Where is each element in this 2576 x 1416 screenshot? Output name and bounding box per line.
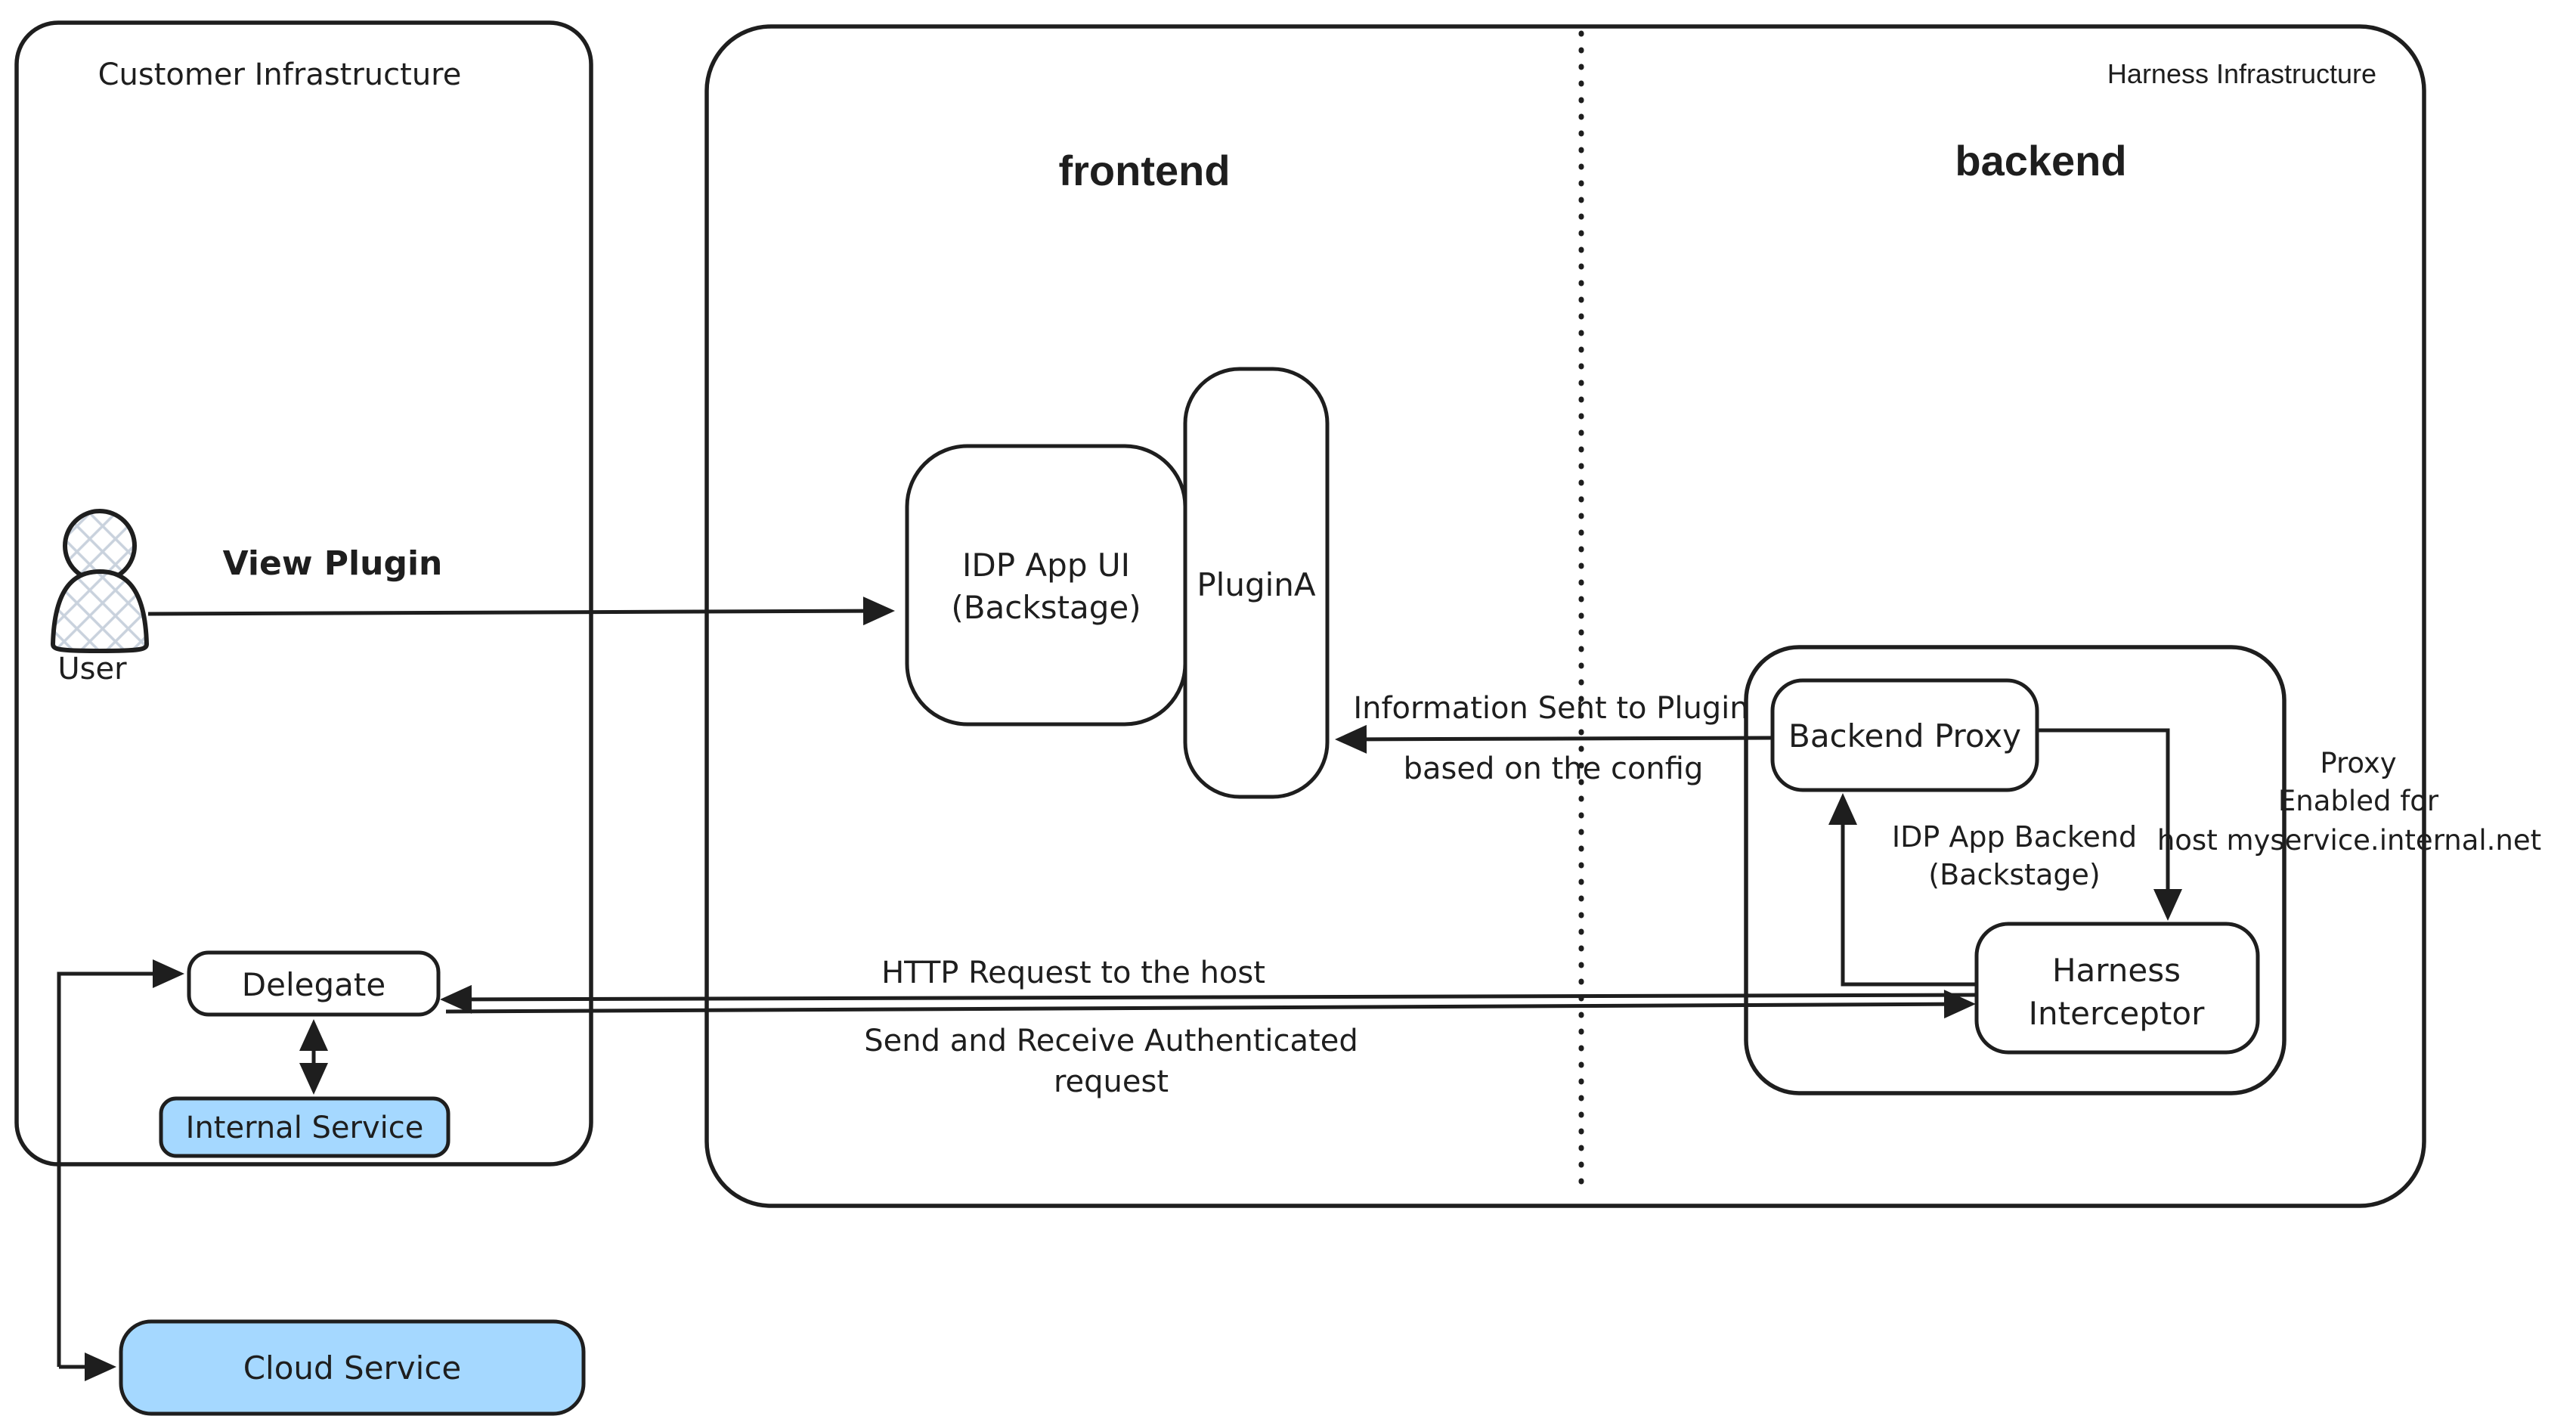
info-sent-label-line2: based on the config bbox=[1404, 751, 1704, 786]
cloud-service-label: Cloud Service bbox=[243, 1349, 462, 1387]
idp-app-backend-label-line2: (Backstage) bbox=[1928, 858, 2100, 891]
harness-interceptor-label-line2: Interceptor bbox=[2029, 995, 2205, 1032]
backend-zone-title: backend bbox=[1955, 137, 2126, 184]
plugin-a-node: PluginA bbox=[1183, 367, 1330, 799]
harness-interceptor-node: Harness Interceptor bbox=[1974, 922, 2260, 1055]
backend-proxy-label: Backend Proxy bbox=[1788, 717, 2021, 754]
backend-proxy-box bbox=[1770, 678, 2039, 792]
info-sent-arrow bbox=[1335, 724, 1773, 754]
idp-app-ui-node: IDP App UI (Backstage) bbox=[905, 444, 1187, 727]
user-node: User bbox=[50, 509, 150, 686]
frontend-zone-title: frontend bbox=[1058, 147, 1230, 194]
internal-service-label: Internal Service bbox=[186, 1111, 424, 1145]
idp-app-ui-box bbox=[905, 444, 1187, 727]
cloud-service-box bbox=[119, 1319, 586, 1416]
harness-infrastructure-border bbox=[704, 24, 2426, 1208]
harness-infrastructure-title: Harness Infrastructure bbox=[2107, 58, 2376, 89]
view-plugin-arrow bbox=[147, 596, 895, 626]
idp-app-backend-label-line1: IDP App Backend bbox=[1892, 820, 2137, 854]
user-body-icon bbox=[50, 569, 150, 654]
http-request-to-interceptor-arrow bbox=[445, 990, 1976, 1019]
internal-service-box bbox=[159, 1096, 450, 1158]
proxy-to-interceptor-arrow bbox=[2037, 728, 2182, 921]
idp-app-ui-label-line2: (Backstage) bbox=[951, 589, 1141, 626]
proxy-enabled-label-line1: Proxy bbox=[2320, 747, 2396, 779]
idp-app-backend-border bbox=[1744, 645, 2287, 1095]
internal-service-node: Internal Service bbox=[159, 1096, 450, 1158]
plugin-a-box bbox=[1183, 367, 1330, 799]
delegate-label: Delegate bbox=[242, 966, 385, 1003]
delegate-box bbox=[187, 950, 441, 1017]
plugin-a-label: PluginA bbox=[1197, 566, 1316, 603]
harness-interceptor-box bbox=[1974, 922, 2260, 1055]
cloud-service-node: Cloud Service bbox=[119, 1319, 586, 1416]
idp-app-ui-label-line1: IDP App UI bbox=[962, 547, 1130, 584]
edges: View Plugin Information Sent to Plugin b… bbox=[57, 544, 2541, 1381]
customer-infrastructure-region: Customer Infrastructure bbox=[14, 20, 593, 1167]
customer-infrastructure-border bbox=[14, 20, 593, 1167]
backend-proxy-node: Backend Proxy bbox=[1770, 678, 2039, 792]
proxy-enabled-label-line2: Enabled for bbox=[2278, 785, 2439, 817]
http-request-label-line1: HTTP Request to the host bbox=[881, 956, 1265, 990]
harness-infrastructure-region: Harness Infrastructure frontend backend bbox=[704, 24, 2426, 1208]
customer-infrastructure-title: Customer Infrastructure bbox=[98, 57, 462, 92]
http-request-to-delegate-arrow bbox=[440, 984, 1977, 1014]
delegate-node: Delegate bbox=[187, 950, 441, 1017]
idp-app-backend-container: IDP App Backend (Backstage) bbox=[1744, 645, 2287, 1095]
http-request-label-line2: Send and Receive Authenticated bbox=[864, 1024, 1358, 1058]
view-plugin-label: View Plugin bbox=[223, 544, 443, 583]
info-sent-label-line1: Information Sent to Plugin bbox=[1353, 691, 1748, 726]
harness-interceptor-label-line1: Harness bbox=[2052, 952, 2181, 989]
user-label: User bbox=[57, 652, 127, 686]
cloud-to-delegate-arrow bbox=[57, 959, 184, 1367]
http-request-label-line3: request bbox=[1054, 1064, 1169, 1099]
interceptor-to-proxy-arrow bbox=[1828, 793, 1977, 987]
proxy-enabled-label-line3: host myservice.internal.net bbox=[2157, 824, 2541, 857]
